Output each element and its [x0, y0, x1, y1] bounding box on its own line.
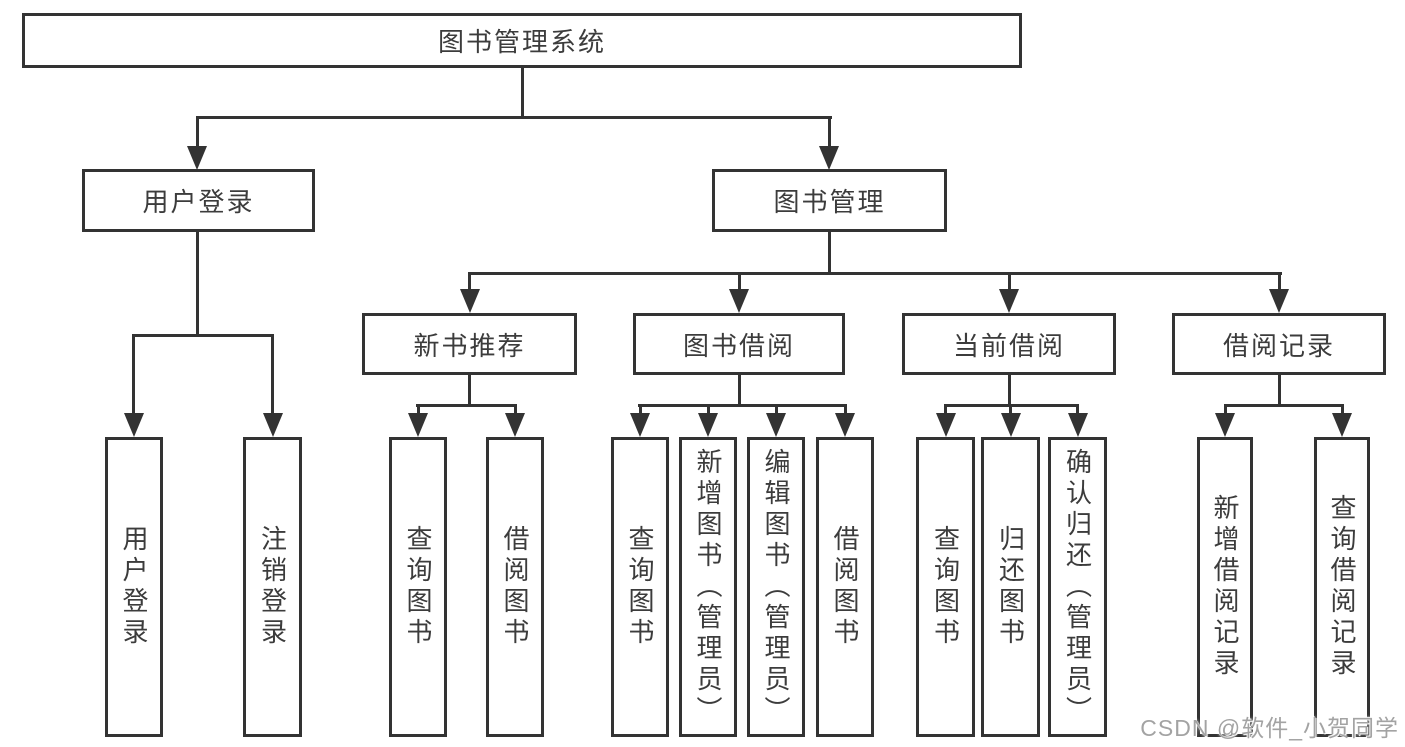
arrowhead	[1067, 413, 1088, 437]
node-new-book-recommend-label: 新书推荐	[413, 330, 526, 361]
leaf-br-add-record-label: 新增借阅记录	[1210, 494, 1240, 680]
connector-line	[706, 404, 710, 416]
leaf-cb-return-books: 归还图书	[981, 437, 1040, 737]
node-root-label: 图书管理系统	[437, 27, 606, 57]
connector-line	[468, 272, 1282, 275]
leaf-bb-edit-books: 编辑图书（管理员）	[747, 437, 805, 737]
leaf-bb-borrow-books-label: 借阅图书	[830, 525, 860, 649]
connector-line	[132, 334, 274, 337]
connector-line	[468, 375, 471, 406]
arrowhead	[935, 413, 956, 437]
leaf-user-login: 用户登录	[105, 437, 163, 737]
connector-line	[271, 334, 274, 414]
connector-line	[196, 116, 199, 148]
arrowhead	[1215, 413, 1235, 437]
connector-line	[1007, 375, 1011, 406]
arrowhead	[1000, 413, 1021, 437]
leaf-rec-query-books-label: 查询图书	[403, 525, 433, 649]
node-current-borrow: 当前借阅	[902, 313, 1116, 375]
node-book-borrow: 图书借阅	[633, 313, 845, 375]
arrowhead	[1269, 289, 1289, 313]
leaf-br-query-record: 查询借阅记录	[1314, 437, 1370, 737]
connector-line	[513, 404, 517, 416]
leaf-cb-confirm-return: 确认归还（管理员）	[1048, 437, 1107, 737]
connector-line	[737, 272, 741, 290]
leaf-bb-edit-books-label: 编辑图书（管理员）	[761, 447, 791, 727]
arrowhead	[835, 413, 855, 437]
connector-line	[1223, 404, 1344, 407]
leaf-logout-label: 注销登录	[257, 525, 288, 649]
leaf-rec-query-books: 查询图书	[389, 437, 447, 737]
connector-line	[1223, 404, 1227, 416]
connector-line	[1340, 404, 1344, 416]
node-new-book-recommend: 新书推荐	[362, 313, 577, 375]
leaf-bb-query-books-label: 查询图书	[625, 525, 655, 649]
node-book-borrow-label: 图书借阅	[682, 330, 795, 361]
leaf-user-login-label: 用户登录	[119, 525, 149, 649]
node-current-borrow-label: 当前借阅	[952, 330, 1065, 361]
leaf-bb-query-books: 查询图书	[611, 437, 669, 737]
leaf-cb-query-books: 查询图书	[916, 437, 975, 737]
leaf-br-add-record: 新增借阅记录	[1197, 437, 1253, 737]
node-borrow-records: 借阅记录	[1172, 313, 1386, 375]
leaf-br-query-record-label: 查询借阅记录	[1327, 494, 1357, 680]
node-book-mgmt: 图书管理	[712, 169, 947, 232]
arrowhead	[630, 413, 650, 437]
node-user-login: 用户登录	[82, 169, 315, 232]
connector-line	[1009, 404, 1012, 416]
leaf-cb-query-books-label: 查询图书	[930, 525, 961, 649]
watermark: CSDN @软件_小贺同学	[1140, 715, 1399, 741]
arrowhead	[1332, 413, 1352, 437]
connector-line	[132, 334, 135, 414]
arrowhead	[505, 413, 525, 437]
connector-line	[416, 404, 420, 416]
connector-line	[843, 404, 847, 416]
connector-line	[774, 404, 778, 416]
leaf-bb-add-books-label: 新增图书（管理员）	[693, 447, 723, 727]
arrowhead	[408, 413, 428, 437]
arrowhead	[123, 413, 144, 437]
connector-line	[1277, 375, 1281, 406]
connector-line	[468, 272, 471, 290]
connector-line	[521, 68, 524, 118]
arrowhead	[459, 289, 480, 313]
arrowhead	[698, 413, 718, 437]
leaf-rec-borrow-books-label: 借阅图书	[500, 525, 530, 649]
arrowhead	[819, 146, 839, 170]
leaf-cb-confirm-return-label: 确认归还（管理员）	[1062, 447, 1093, 727]
connector-line	[196, 116, 832, 119]
leaf-rec-borrow-books: 借阅图书	[486, 437, 544, 737]
connector-line	[828, 116, 831, 148]
connector-line	[828, 232, 831, 274]
connector-line	[196, 232, 199, 336]
arrowhead	[999, 289, 1019, 313]
connector-line	[1007, 272, 1011, 290]
connector-line	[638, 404, 642, 416]
arrowhead	[262, 413, 283, 437]
connector-line	[944, 404, 947, 416]
node-borrow-records-label: 借阅记录	[1222, 330, 1335, 361]
connector-line	[416, 404, 517, 407]
connector-line	[1277, 272, 1281, 290]
connector-line	[737, 375, 741, 406]
node-user-login-label: 用户登录	[142, 187, 255, 217]
arrowhead	[187, 146, 207, 170]
arrowhead	[766, 413, 786, 437]
arrowhead	[729, 289, 749, 313]
node-book-mgmt-label: 图书管理	[773, 187, 886, 217]
node-root: 图书管理系统	[22, 13, 1022, 68]
connector-line	[638, 404, 847, 407]
leaf-bb-borrow-books: 借阅图书	[816, 437, 874, 737]
leaf-cb-return-books-label: 归还图书	[995, 525, 1026, 649]
connector-line	[1076, 404, 1079, 416]
leaf-logout: 注销登录	[243, 437, 302, 737]
leaf-bb-add-books: 新增图书（管理员）	[679, 437, 737, 737]
